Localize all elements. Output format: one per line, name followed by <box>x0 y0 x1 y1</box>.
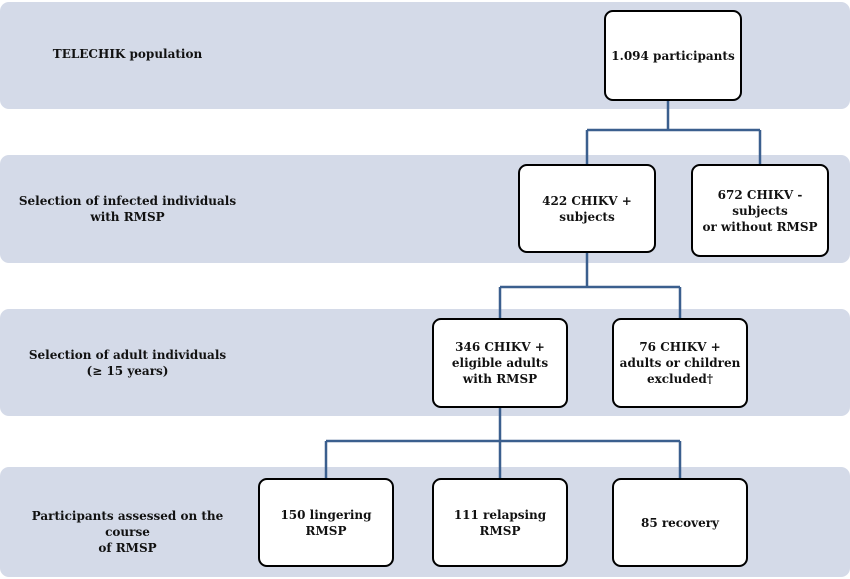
node-relapsing: 111 relapsing RMSP <box>432 478 568 567</box>
node-chikv-positive: 422 CHIKV + subjects <box>518 164 656 253</box>
node-eligible-adults: 346 CHIKV + eligible adults with RMSP <box>432 318 568 408</box>
row-label-adults: Selection of adult individuals (≥ 15 yea… <box>28 348 227 378</box>
connector-chikv-pos <box>498 253 682 318</box>
row-label-assessed: Participants assessed on the course of R… <box>31 509 224 555</box>
row-label-population: TELECHIK population <box>52 47 203 61</box>
node-participants: 1.094 participants <box>604 10 742 101</box>
node-lingering: 150 lingering RMSP <box>258 478 394 567</box>
node-chikv-negative: 672 CHIKV - subjects or without RMSP <box>691 164 829 257</box>
row-label-infected: Selection of infected individuals with R… <box>18 194 237 224</box>
node-recovery: 85 recovery <box>612 478 748 567</box>
connector-eligible <box>324 408 682 478</box>
node-excluded: 76 CHIKV + adults or children excluded† <box>612 318 748 408</box>
connector-participants <box>585 101 762 164</box>
